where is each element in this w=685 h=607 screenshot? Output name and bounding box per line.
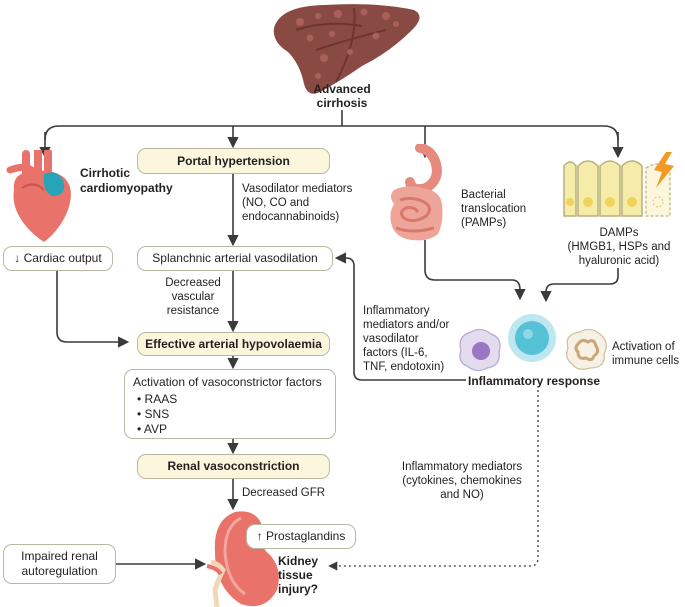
portal-hypertension-box: Portal hypertension xyxy=(137,148,330,174)
macrophage-icon xyxy=(459,328,501,372)
cardiomyopathy-line1: Cirrhotic xyxy=(80,166,131,180)
damaged-cells-illustration xyxy=(563,152,674,217)
arrow-gut-to-immune xyxy=(424,240,526,301)
vasodilator-line3: endocannabinoids) xyxy=(242,211,340,223)
kidney-line1: Kidney xyxy=(278,554,319,568)
damps-line3: hyaluronic acid) xyxy=(578,255,660,267)
cirrhotic-cardiomyopathy-label: Cirrhotic cardiomyopathy xyxy=(80,166,173,196)
inflammatory-mediators-factors-label: Inflammatory mediators and/or vasodilato… xyxy=(363,304,449,374)
arrow-cardiac-to-hypovolaemia xyxy=(56,271,130,348)
bacterial-line2: translocation xyxy=(461,203,527,215)
decreased-line3: resistance xyxy=(166,305,220,317)
mediators-line5: TNF, endotoxin) xyxy=(363,361,445,373)
list-item-raas: RAAS xyxy=(137,392,322,407)
vasoconstrictor-list: RAAS SNS AVP xyxy=(133,392,322,437)
arrow-inflammation-to-splanchnic xyxy=(334,252,466,381)
impaired-line2: autoregulation xyxy=(21,564,98,578)
kidney-illustration xyxy=(206,511,279,607)
list-item-avp: AVP xyxy=(137,422,322,437)
damps-line2: (HMGB1, HSPs and xyxy=(567,241,671,253)
prostaglandins-box: ↑ Prostaglandins xyxy=(246,524,356,549)
activation-immune-cells-label: Activation of immune cells xyxy=(612,340,679,368)
list-item-sns: SNS xyxy=(137,407,322,422)
impaired-autoregulation-box: Impaired renal autoregulation xyxy=(3,544,116,584)
inflammatory-response-label: Inflammatory response xyxy=(468,374,601,388)
renal-vasoconstriction-text: Renal vasoconstriction xyxy=(167,459,300,473)
lightning-icon xyxy=(654,152,674,188)
advanced-cirrhosis-label: Advanced cirrhosis xyxy=(296,82,388,110)
advanced-cirrhosis-line2: cirrhosis xyxy=(316,96,368,110)
portal-hypertension-text: Portal hypertension xyxy=(177,153,290,168)
vasodilator-line2: (NO, CO and xyxy=(242,197,310,209)
cardiac-output-text: ↓ Cardiac output xyxy=(14,251,102,265)
bacterial-translocation-label: Bacterial translocation (PAMPs) xyxy=(461,188,526,230)
decreased-gfr-label: Decreased GFR xyxy=(242,487,326,499)
splanchnic-vasodilation-box: Splanchnic arterial vasodilation xyxy=(137,246,333,271)
advanced-cirrhosis-line1: Advanced xyxy=(313,82,371,96)
lymphocyte-icon xyxy=(508,314,556,362)
inflammatory-mediators-cytokines-label: Inflammatory mediators (cytokines, chemo… xyxy=(392,460,532,502)
immune-line2: immune cells xyxy=(612,355,680,367)
immune-line1: Activation of xyxy=(612,341,675,353)
arrow-damps-to-immune xyxy=(540,268,619,303)
cardiac-output-box: ↓ Cardiac output xyxy=(3,246,113,271)
activation-title: Activation of vasoconstrictor factors xyxy=(133,375,322,389)
decreased-line1: Decreased xyxy=(165,277,221,289)
kidney-injury-label: Kidney tissue injury? xyxy=(278,554,318,596)
mediators-line4: factors (IL-6, xyxy=(363,347,428,359)
vasoconstrictor-activation-box: Activation of vasoconstrictor factors RA… xyxy=(124,369,336,439)
decreased-line2: vascular xyxy=(171,291,215,303)
splanchnic-text: Splanchnic arterial vasodilation xyxy=(152,251,318,265)
neutrophil-icon xyxy=(566,328,607,370)
hypovolaemia-text: Effective arterial hypovolaemia xyxy=(145,336,322,351)
bacterial-line3: (PAMPs) xyxy=(461,217,507,229)
dotted-arrow-mediators-to-kidney xyxy=(328,390,539,571)
decreased-resistance-label: Decreased vascular resistance xyxy=(160,276,226,318)
inflam-med-line2: (cytokines, chemokines xyxy=(402,475,522,487)
impaired-line1: Impaired renal xyxy=(21,549,98,563)
damps-label: DAMPs (HMGB1, HSPs and hyaluronic acid) xyxy=(558,226,680,268)
inflam-med-line3: and NO) xyxy=(440,489,484,501)
mediators-line3: vasodilator xyxy=(363,333,419,345)
inflam-med-line1: Inflammatory mediators xyxy=(401,461,523,473)
intestine-illustration xyxy=(390,144,443,241)
prostaglandins-text: ↑ Prostaglandins xyxy=(256,529,346,543)
distribution-bar xyxy=(44,125,619,141)
kidney-line3: injury? xyxy=(278,582,319,596)
heart-illustration xyxy=(6,150,71,242)
damps-line1: DAMPs xyxy=(599,227,639,239)
kidney-line2: tissue xyxy=(278,568,313,582)
effective-hypovolaemia-box: Effective arterial hypovolaemia xyxy=(137,332,330,356)
bacterial-line1: Bacterial xyxy=(461,189,506,201)
liver-illustration xyxy=(273,4,420,94)
renal-vasoconstriction-box: Renal vasoconstriction xyxy=(137,454,330,479)
cardiomyopathy-line2: cardiomyopathy xyxy=(80,181,173,195)
vasodilator-mediators-label: Vasodilator mediators (NO, CO and endoca… xyxy=(242,182,352,224)
mediators-line1: Inflammatory xyxy=(363,305,430,317)
mediators-line2: mediators and/or xyxy=(363,319,450,331)
vasodilator-line1: Vasodilator mediators xyxy=(242,183,353,195)
